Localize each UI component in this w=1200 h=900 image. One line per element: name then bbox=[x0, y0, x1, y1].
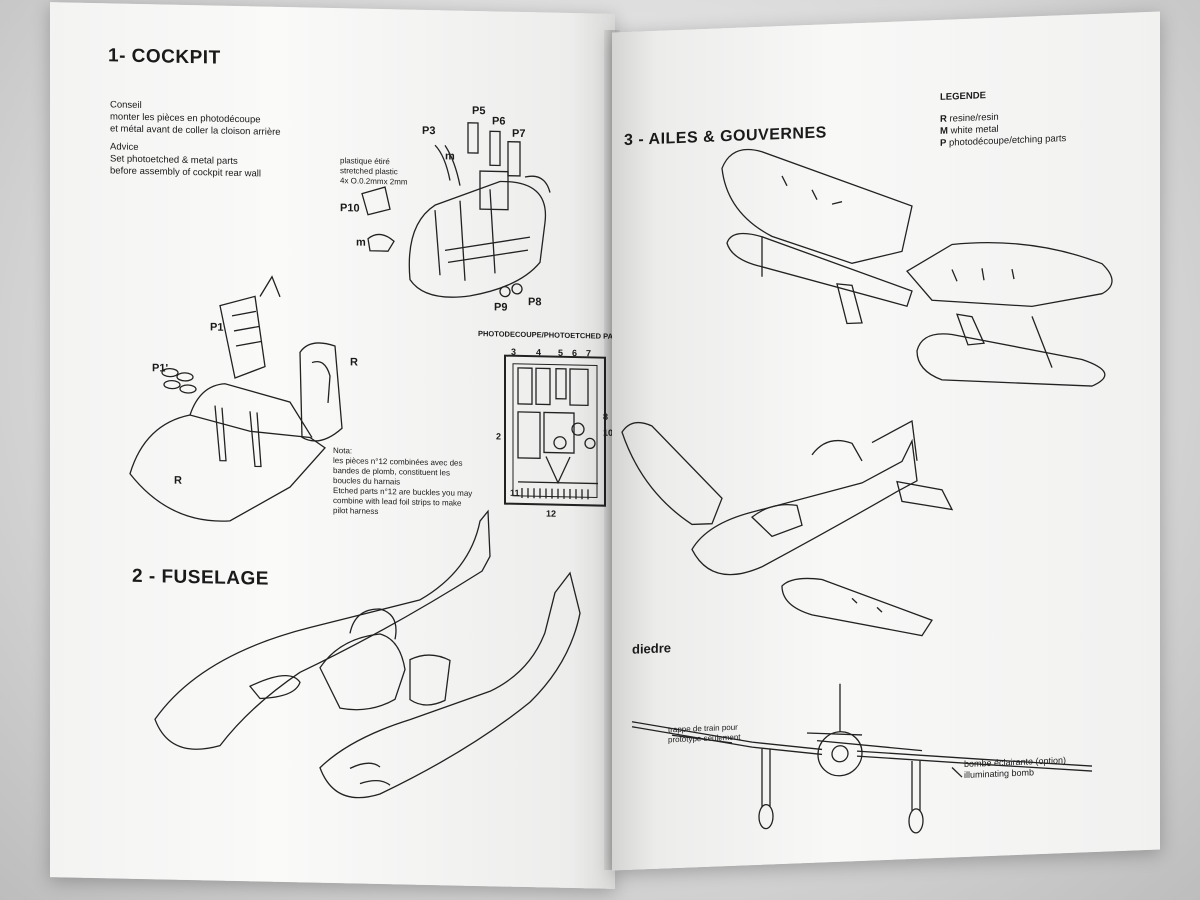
fuselage-drawing bbox=[154, 509, 581, 799]
photoetched-fret-drawing bbox=[504, 354, 606, 507]
cockpit-tub-drawing bbox=[361, 122, 551, 298]
right-page: 3 - AILES & GOUVERNES LEGENDE R resine/r… bbox=[612, 11, 1160, 871]
wing-right-drawing bbox=[905, 241, 1113, 387]
wing-upper-drawing bbox=[721, 148, 913, 325]
aircraft-assembly-drawing bbox=[621, 419, 954, 637]
dihedral-front-view-drawing bbox=[631, 683, 1093, 834]
seat-assembly-drawing bbox=[129, 275, 343, 522]
right-page-drawings bbox=[621, 148, 1113, 834]
left-page: 1- COCKPIT Conseil monter les pièces en … bbox=[50, 2, 628, 889]
left-page-drawings bbox=[129, 122, 606, 799]
